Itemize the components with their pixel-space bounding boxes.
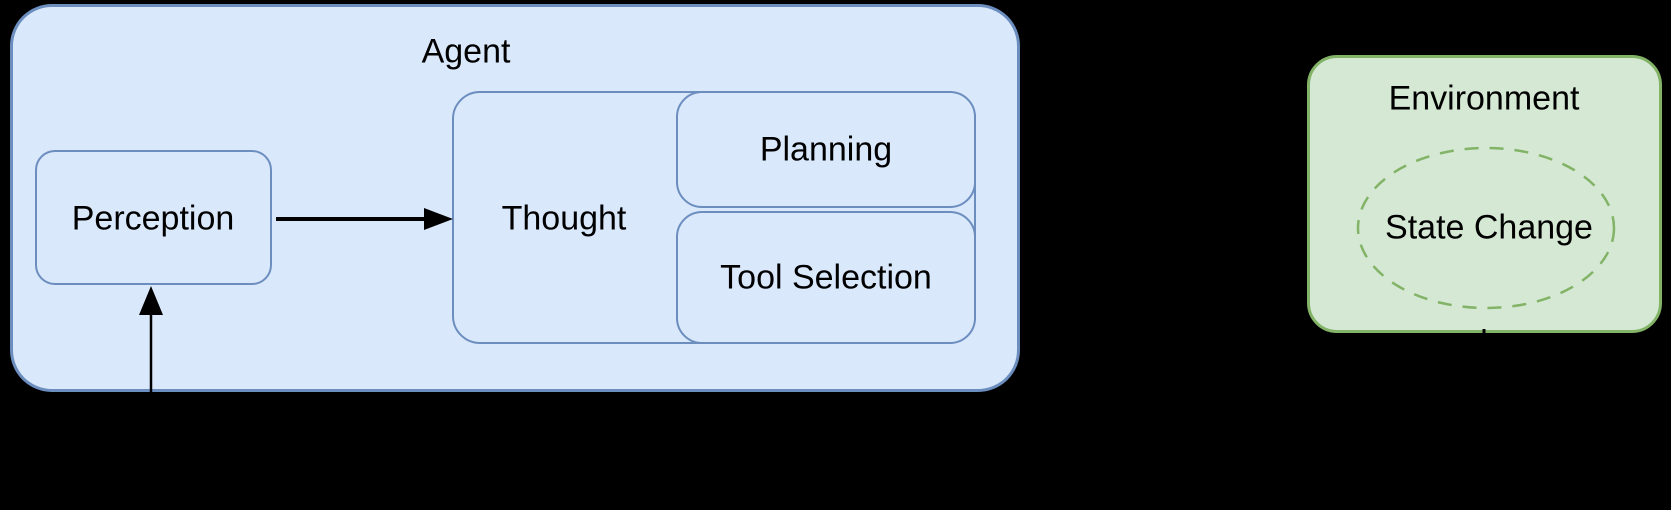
perception-node xyxy=(35,150,272,285)
thought-label: Thought xyxy=(501,199,627,238)
state-change-label: State Change xyxy=(1385,208,1593,247)
perception-label: Perception xyxy=(71,199,235,238)
tool-selection-label: Tool Selection xyxy=(720,258,932,297)
environment-label: Environment xyxy=(1388,79,1580,118)
planning-node xyxy=(676,91,976,208)
agent-label: Agent xyxy=(421,32,511,71)
tool-selection-node xyxy=(676,211,976,344)
planning-label: Planning xyxy=(759,130,893,169)
